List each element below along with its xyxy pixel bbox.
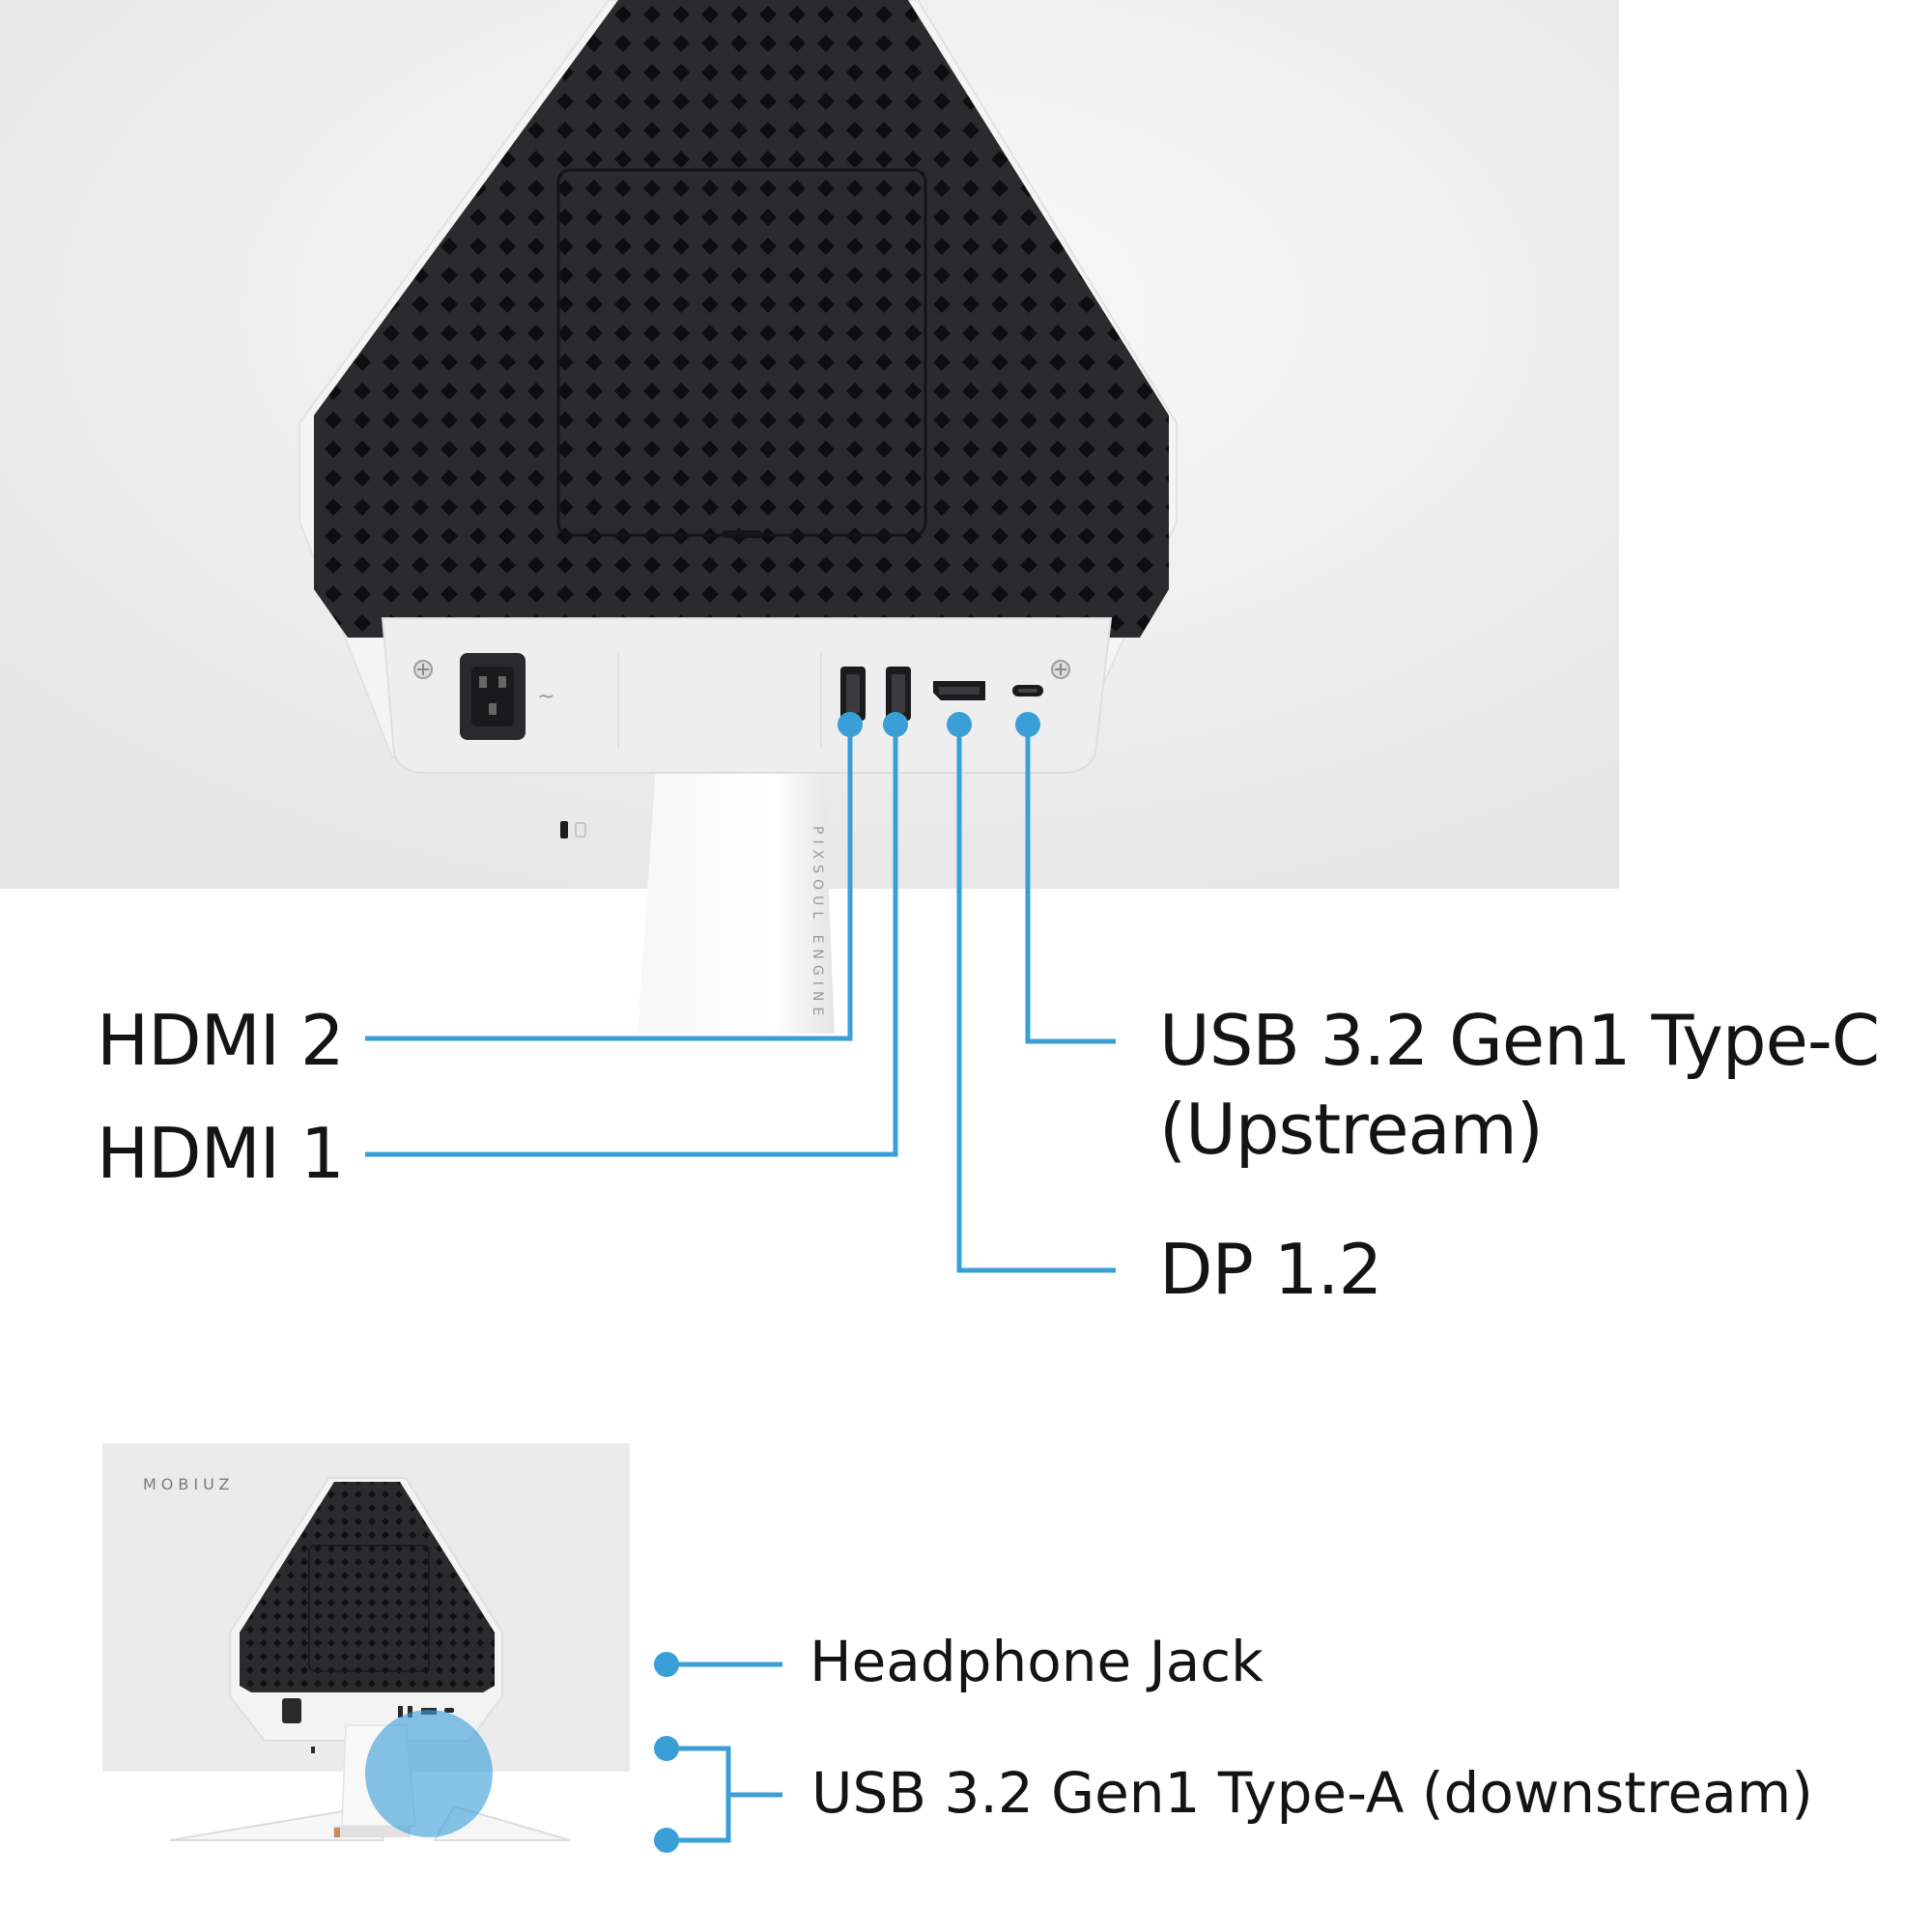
dp-leader [956, 724, 1116, 1273]
hdmi2-leader [365, 724, 853, 1041]
kensington-lock-icon [560, 821, 586, 838]
io-plate [381, 617, 1113, 774]
usbc-leader [1025, 724, 1116, 1044]
hdmi2-label: HDMI 2 [97, 1000, 345, 1081]
inset-callout-dots [654, 1652, 679, 1853]
inset-callout-lines [667, 1662, 782, 1843]
callout-lines [365, 724, 1116, 1273]
highlight-circle-icon [365, 1710, 493, 1837]
usb-c-label: USB 3.2 Gen1 Type-C [1159, 1000, 1880, 1081]
headphone-label: Headphone Jack [810, 1629, 1264, 1694]
stand-neck: PIXSOUL ENGINE [638, 744, 835, 1034]
vent-hexagon [314, 0, 1169, 638]
usb-a-label: USB 3.2 Gen1 Type-A (downstream) [811, 1760, 1813, 1826]
usb-c-port-icon [1012, 685, 1043, 696]
hdmi1-label: HDMI 1 [97, 1113, 345, 1194]
hdmi1-leader [365, 724, 898, 1157]
hdmi-port-icon [886, 667, 911, 721]
screw-icon [1051, 660, 1070, 679]
power-socket-icon [460, 653, 526, 740]
screw-icon [413, 660, 433, 679]
usb-c-sub-label: (Upstream) [1159, 1089, 1544, 1170]
callout-dots [838, 712, 1040, 737]
stand-print: PIXSOUL ENGINE [810, 826, 825, 1021]
brand-logo: MOBIUZ [143, 1475, 234, 1493]
hdmi-port-icon [840, 667, 866, 721]
displayport-icon [933, 681, 985, 700]
dp-label: DP 1.2 [1159, 1229, 1382, 1310]
ac-symbol-icon: ~ [537, 685, 554, 709]
